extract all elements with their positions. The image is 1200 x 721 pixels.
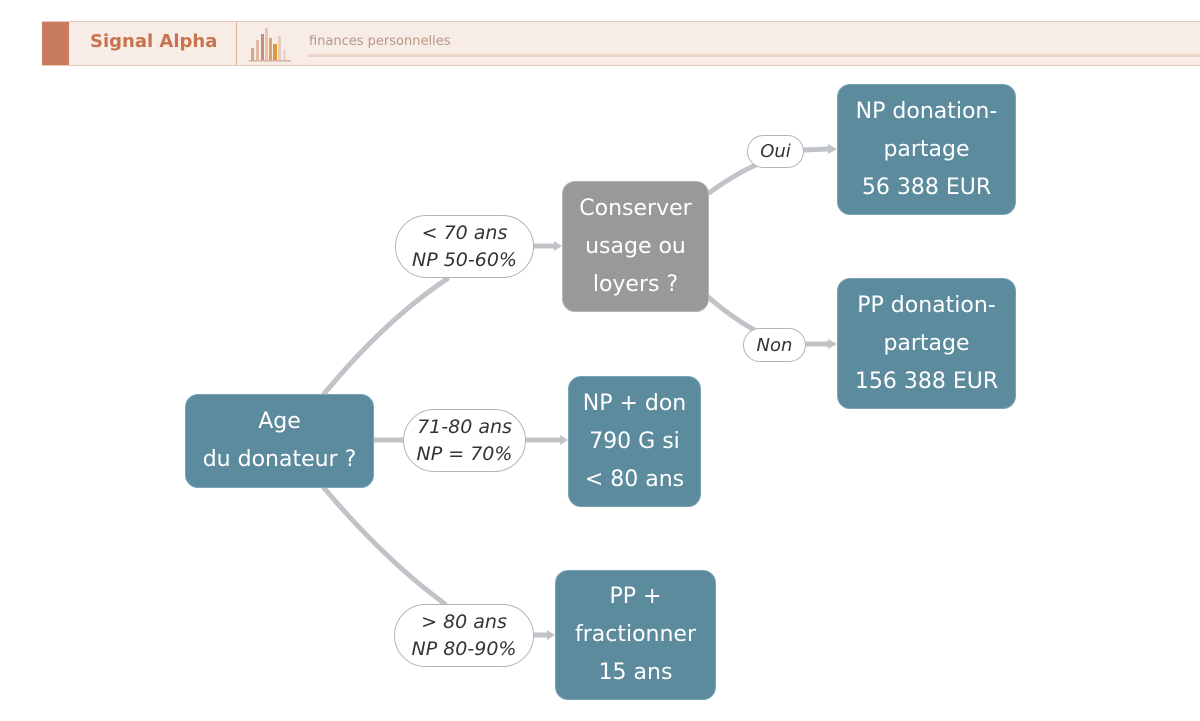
branch-71-80-line-2: NP = 70% [416, 442, 513, 465]
edge-root-to-lt70 [321, 276, 450, 397]
outcome-np-partage-line-1: NP donation- [855, 98, 998, 124]
tagline-underline [308, 54, 1200, 57]
outcome-np-don-line-1: NP + don [582, 390, 687, 416]
branch-label-71-80: 71-80 ans NP = 70% [403, 409, 526, 472]
arrowhead-question [554, 241, 562, 251]
question-line-2: usage ou [585, 233, 686, 259]
arrowhead-no [828, 339, 837, 349]
edge-question-to-no [704, 293, 761, 335]
arrowhead-71-80 [560, 435, 568, 445]
answer-yes-text: Oui [760, 141, 791, 162]
arrowhead-gt80 [547, 630, 555, 640]
root-line-2: du donateur ? [202, 447, 357, 472]
edge-root-to-gt80 [321, 485, 448, 607]
brand-color-block [42, 22, 69, 65]
outcome-np-donation-partage: NP donation- partage 56 388 EUR [837, 84, 1016, 215]
outcome-np-partage-line-3: 56 388 EUR [861, 174, 992, 200]
branch-label-lt70: < 70 ans NP 50-60% [395, 215, 534, 278]
question-line-3: loyers ? [592, 271, 679, 297]
branch-lt70-line-1: < 70 ans [421, 221, 508, 244]
outcome-np-don-line-3: < 80 ans [584, 466, 685, 492]
outcome-pp-partage-line-2: partage [883, 330, 970, 356]
answer-no-label: Non [743, 328, 806, 362]
answer-no-text: Non [756, 334, 793, 356]
outcome-pp-donation-partage: PP donation- partage 156 388 EUR [837, 278, 1016, 409]
question-line-1: Conserver [579, 195, 692, 221]
header-bar: Signal Alpha finances personnelles [42, 21, 1200, 66]
edge-question-to-yes [706, 161, 761, 196]
branch-gt80-line-1: > 80 ans [421, 610, 507, 633]
outcome-pp-fraction-line-3: 15 ans [598, 660, 673, 685]
outcome-pp-partage-line-1: PP donation- [857, 292, 996, 318]
branch-71-80-line-1: 71-80 ans [417, 415, 512, 438]
arrowhead-yes [828, 144, 837, 154]
branch-label-gt80: > 80 ans NP 80-90% [394, 604, 534, 667]
tagline: finances personnelles [309, 34, 451, 49]
outcome-pp-fractionner: PP + fractionner 15 ans [555, 570, 716, 700]
brand-name: Signal Alpha [90, 31, 218, 52]
outcome-pp-partage-line-3: 156 388 EUR [854, 368, 999, 394]
answer-yes-label: Oui [747, 135, 804, 168]
root-node-age: Age du donateur ? [185, 394, 374, 488]
question-node-conserver: Conserver usage ou loyers ? [562, 181, 709, 312]
edge-yes-to-outcome [801, 146, 831, 153]
outcome-pp-fraction-line-1: PP + [609, 584, 662, 609]
bar-chart-logo-icon [249, 28, 291, 62]
outcome-np-plus-don: NP + don 790 G si < 80 ans [568, 376, 701, 507]
branch-gt80-line-2: NP 80-90% [411, 637, 517, 660]
outcome-pp-fraction-line-2: fractionner [574, 622, 697, 647]
root-line-1: Age [258, 409, 301, 434]
header-divider [236, 22, 237, 65]
branch-lt70-line-2: NP 50-60% [412, 248, 517, 271]
outcome-np-partage-line-2: partage [883, 136, 970, 162]
outcome-np-don-line-2: 790 G si [589, 428, 680, 454]
